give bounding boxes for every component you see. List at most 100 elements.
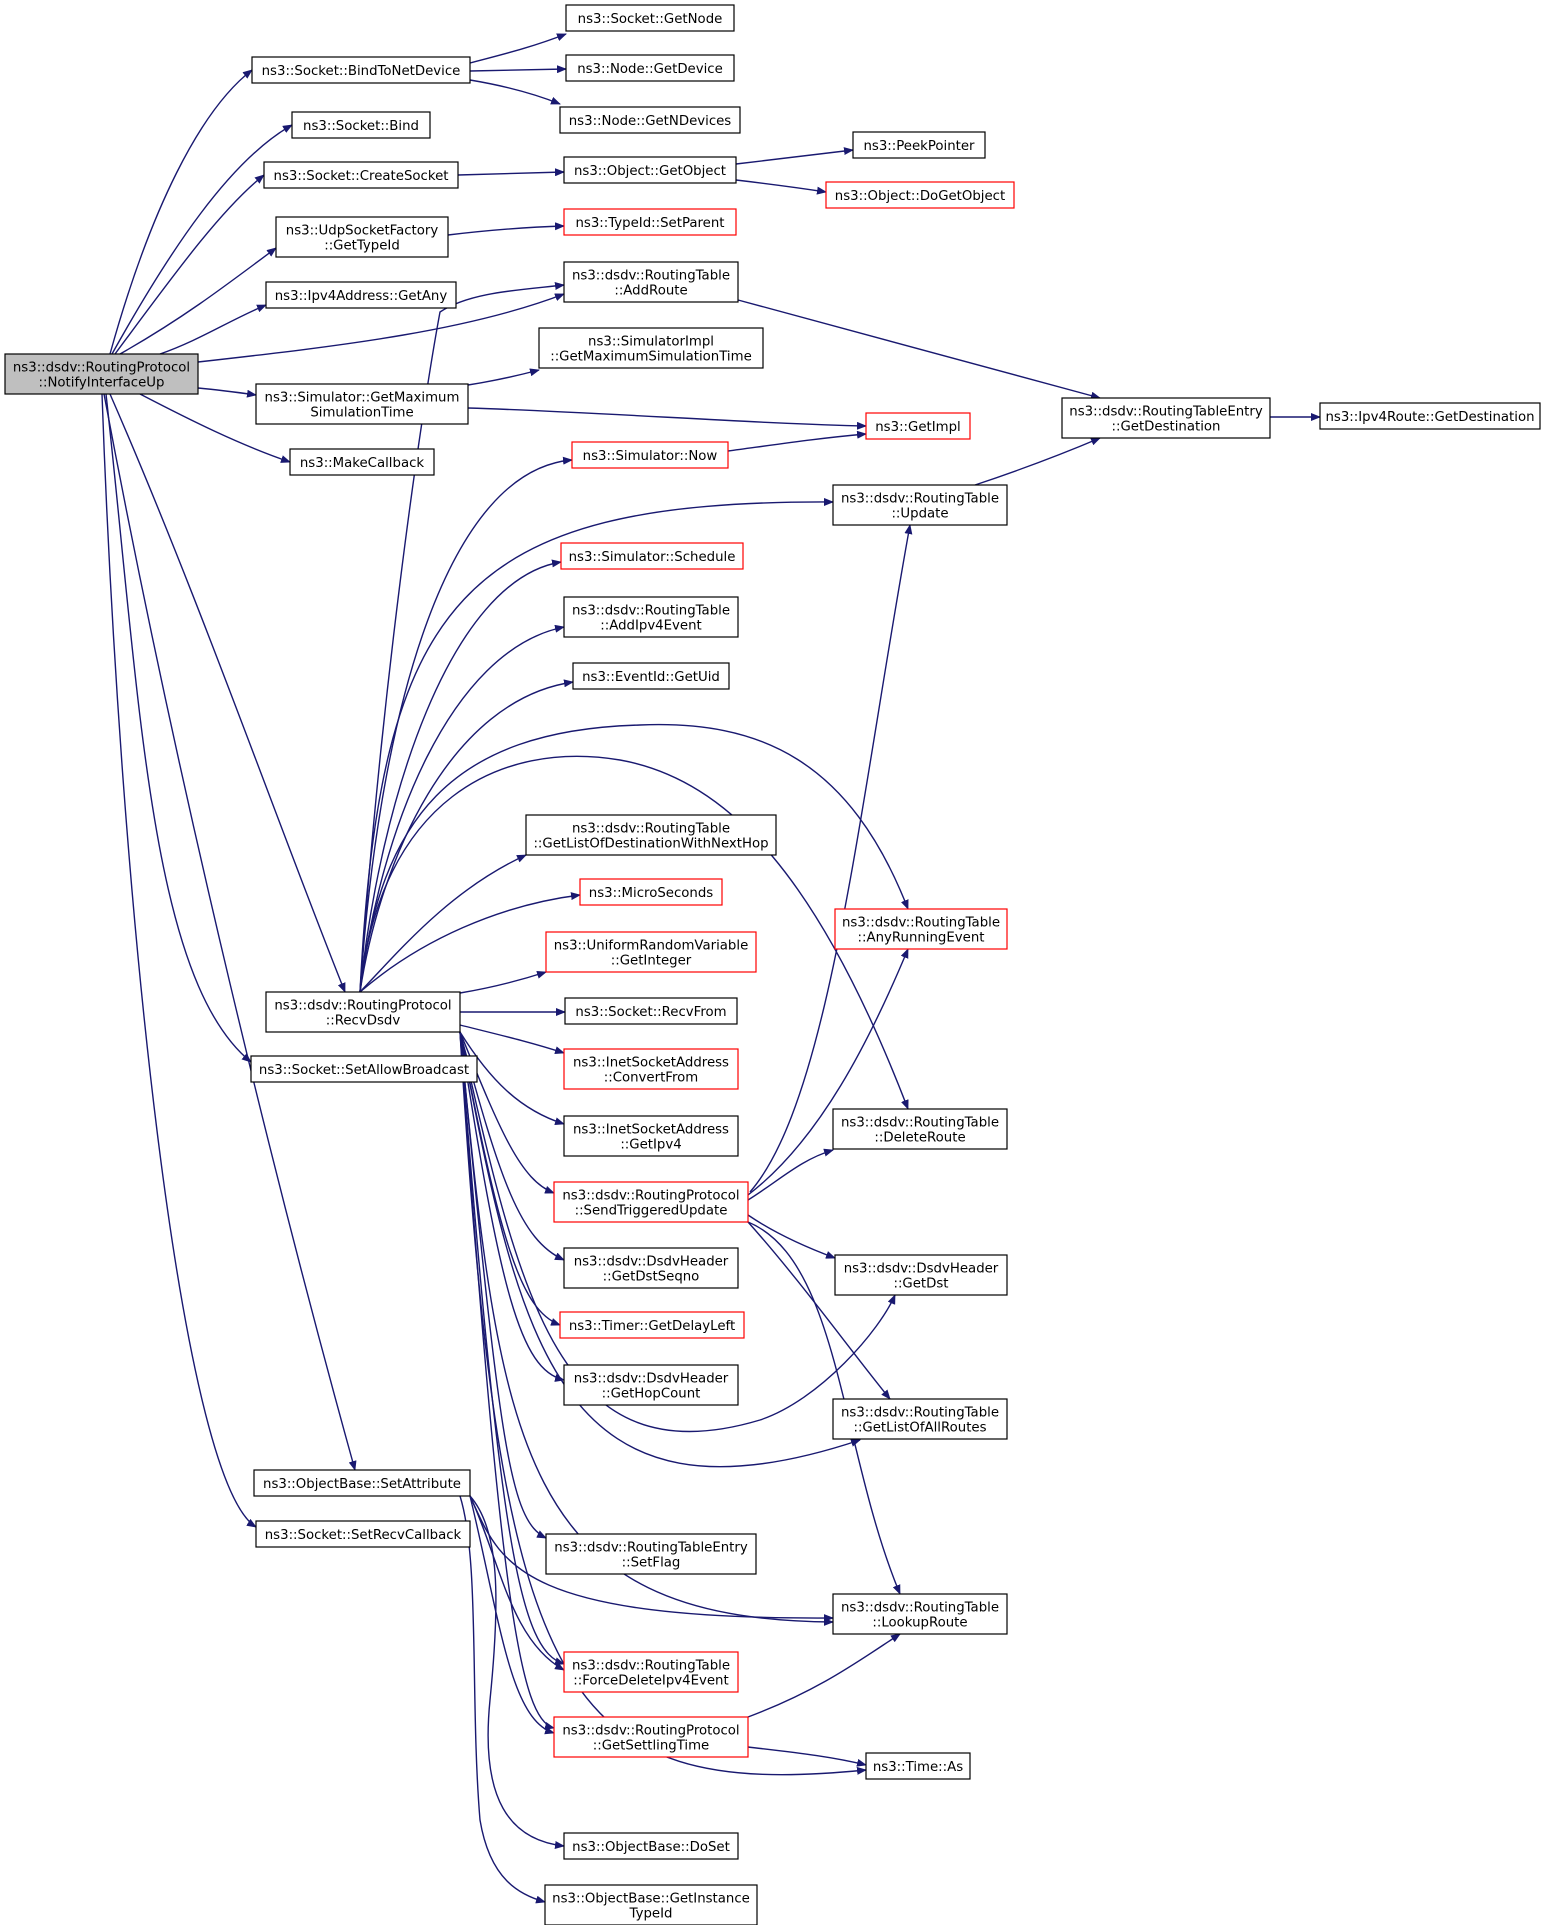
node-box [563,596,739,638]
node-label: ::SetFlag [622,1556,681,1571]
node-timeAs[interactable]: ns3::Time::As [865,1752,971,1780]
node-getAny[interactable]: ns3::Ipv4Address::GetAny [265,281,457,309]
node-setAttribute[interactable]: ns3::ObjectBase::SetAttribute [253,1469,471,1497]
node-root[interactable]: ns3::dsdv::RoutingProtocol::NotifyInterf… [4,353,199,395]
node-getIpv4[interactable]: ns3::InetSocketAddress::GetIpv4 [563,1115,739,1157]
edge-bindToNetDevice-to-nodeGetDevice [469,65,567,74]
node-label: ::GetDst [893,1277,948,1292]
node-setRecvCallback[interactable]: ns3::Socket::SetRecvCallback [255,1520,471,1548]
node-label: ::GetMaximumSimulationTime [550,350,752,365]
node-forceDelete[interactable]: ns3::dsdv::RoutingTable::ForceDeleteIpv4… [563,1651,739,1693]
edge-sendTriggered-to-getDst [747,1214,836,1259]
node-label: ns3::dsdv::RoutingTable [841,1601,999,1616]
node-box [265,991,461,1033]
node-label: ::GetInteger [611,954,692,969]
node-getDst[interactable]: ns3::dsdv::DsdvHeader::GetDst [834,1254,1008,1296]
node-label: ns3::Simulator::Now [583,449,718,464]
node-microSeconds[interactable]: ns3::MicroSeconds [579,878,723,906]
node-label: ns3::dsdv::RoutingTable [572,822,730,837]
node-box [565,54,735,82]
edge-recvDsdv-to-simNow [359,456,573,993]
node-udpGetTypeId[interactable]: ns3::UdpSocketFactory::GetTypeId [275,216,449,258]
node-box [275,216,449,258]
node-getImpl[interactable]: ns3::GetImpl [865,412,971,440]
node-sendTriggered[interactable]: ns3::dsdv::RoutingProtocol::SendTriggere… [553,1181,749,1223]
node-anyRunningEvent[interactable]: ns3::dsdv::RoutingTable::AnyRunningEvent [834,908,1008,950]
node-setFlag[interactable]: ns3::dsdv::RoutingTableEntry::SetFlag [545,1533,757,1575]
node-getListAllRoutes[interactable]: ns3::dsdv::RoutingTable::GetListOfAllRou… [832,1398,1008,1440]
edge-recvDsdv-to-deleteRoute [359,755,909,1110]
node-ipv4RouteGetDest[interactable]: ns3::Ipv4Route::GetDestination [1319,402,1541,430]
node-addIpv4Event[interactable]: ns3::dsdv::RoutingTable::AddIpv4Event [563,596,739,638]
node-label: ::AddRoute [614,284,687,299]
node-label: ns3::InetSocketAddress [573,1123,729,1138]
node-deleteRoute[interactable]: ns3::dsdv::RoutingTable::DeleteRoute [832,1108,1008,1150]
node-peekPointer[interactable]: ns3::PeekPointer [852,131,986,159]
node-recvFrom[interactable]: ns3::Socket::RecvFrom [564,997,738,1025]
node-createSocket[interactable]: ns3::Socket::CreateSocket [263,161,459,189]
node-nodeGetNDevices[interactable]: ns3::Node::GetNDevices [559,106,741,134]
node-socketGetNode[interactable]: ns3::Socket::GetNode [565,4,735,32]
node-getObject[interactable]: ns3::Object::GetObject [563,156,737,184]
node-getDstSeqno[interactable]: ns3::dsdv::DsdvHeader::GetDstSeqno [563,1247,739,1289]
node-label: ::AnyRunningEvent [858,931,985,946]
edge-recvDsdv-to-uniformGetInteger [459,970,547,994]
node-doGetObject[interactable]: ns3::Object::DoGetObject [825,181,1015,209]
node-label: ns3::dsdv::RoutingProtocol [562,1189,739,1204]
node-box [563,1115,739,1157]
node-label: ns3::PeekPointer [863,139,975,154]
edge-recvDsdv-to-getIpv4 [459,1031,565,1126]
edge-udpGetTypeId-to-setParent [447,222,565,236]
node-label: ns3::Socket::Bind [303,119,419,134]
node-box [825,181,1015,209]
node-eventGetUid[interactable]: ns3::EventId::GetUid [572,662,730,690]
node-simSchedule[interactable]: ns3::Simulator::Schedule [560,542,744,570]
node-uniformGetInteger[interactable]: ns3::UniformRandomVariable::GetInteger [545,931,757,973]
node-simGetMax[interactable]: ns3::Simulator::GetMaximumSimulationTime [255,383,469,425]
edge-getSettlingTime-to-timeAs [747,1746,867,1767]
node-bindToNetDevice[interactable]: ns3::Socket::BindToNetDevice [251,56,471,84]
node-doSet[interactable]: ns3::ObjectBase::DoSet [563,1832,739,1860]
node-box [255,1520,471,1548]
node-recvDsdv[interactable]: ns3::dsdv::RoutingProtocol::RecvDsdv [265,991,461,1033]
node-getDelayLeft[interactable]: ns3::Timer::GetDelayLeft [559,1311,745,1339]
node-box [265,281,457,309]
node-label: ns3::dsdv::DsdvHeader [574,1372,729,1387]
node-makeCallback[interactable]: ns3::MakeCallback [289,448,435,476]
node-box [1061,397,1271,439]
node-label: ::GetTypeId [324,239,400,254]
node-box [563,1832,739,1860]
node-box [834,908,1008,950]
edge-bindToNetDevice-to-socketGetNode [469,33,567,64]
node-lookupRoute[interactable]: ns3::dsdv::RoutingTable::LookupRoute [832,1593,1008,1635]
node-nodeGetDevice[interactable]: ns3::Node::GetDevice [565,54,735,82]
node-rteGetDestination[interactable]: ns3::dsdv::RoutingTableEntry::GetDestina… [1061,397,1271,439]
node-label: ns3::Socket::RecvFrom [575,1005,726,1020]
edge-getObject-to-doGetObject [735,179,827,195]
node-label: ns3::dsdv::RoutingTable [572,1659,730,1674]
node-rtUpdate[interactable]: ns3::dsdv::RoutingTable::Update [832,484,1008,526]
node-getHopCount[interactable]: ns3::dsdv::DsdvHeader::GetHopCount [563,1364,739,1406]
edge-simNow-to-getImpl [727,430,867,452]
node-socketBind[interactable]: ns3::Socket::Bind [291,111,431,139]
node-setAllowBroadcast[interactable]: ns3::Socket::SetAllowBroadcast [250,1055,478,1083]
node-label: ns3::Object::DoGetObject [835,189,1005,204]
edge-root-to-setAttribute [103,393,357,1471]
node-label: ns3::Socket::GetNode [578,12,723,27]
node-box [525,814,777,856]
edge-rtUpdate-to-rteGetDestination [974,437,1101,486]
edge-simGetMax-to-implGetMaxSim [467,368,540,386]
node-convertFrom[interactable]: ns3::InetSocketAddress::ConvertFrom [563,1048,739,1090]
node-label: ns3::Timer::GetDelayLeft [569,1319,735,1334]
node-box [563,1651,739,1693]
node-box [253,1469,471,1497]
node-getSettlingTime[interactable]: ns3::dsdv::RoutingProtocol::GetSettlingT… [553,1716,749,1758]
node-label: ns3::dsdv::RoutingTable [841,1116,999,1131]
node-simNow[interactable]: ns3::Simulator::Now [571,441,729,469]
node-setParent[interactable]: ns3::TypeId::SetParent [563,208,737,236]
node-getListNextHop[interactable]: ns3::dsdv::RoutingTable::GetListOfDestin… [525,814,777,856]
node-implGetMaxSim[interactable]: ns3::SimulatorImpl::GetMaximumSimulation… [538,327,764,369]
node-addRoute[interactable]: ns3::dsdv::RoutingTable::AddRoute [563,261,739,303]
edge-setAttribute-to-lookupRoute [469,1495,834,1623]
